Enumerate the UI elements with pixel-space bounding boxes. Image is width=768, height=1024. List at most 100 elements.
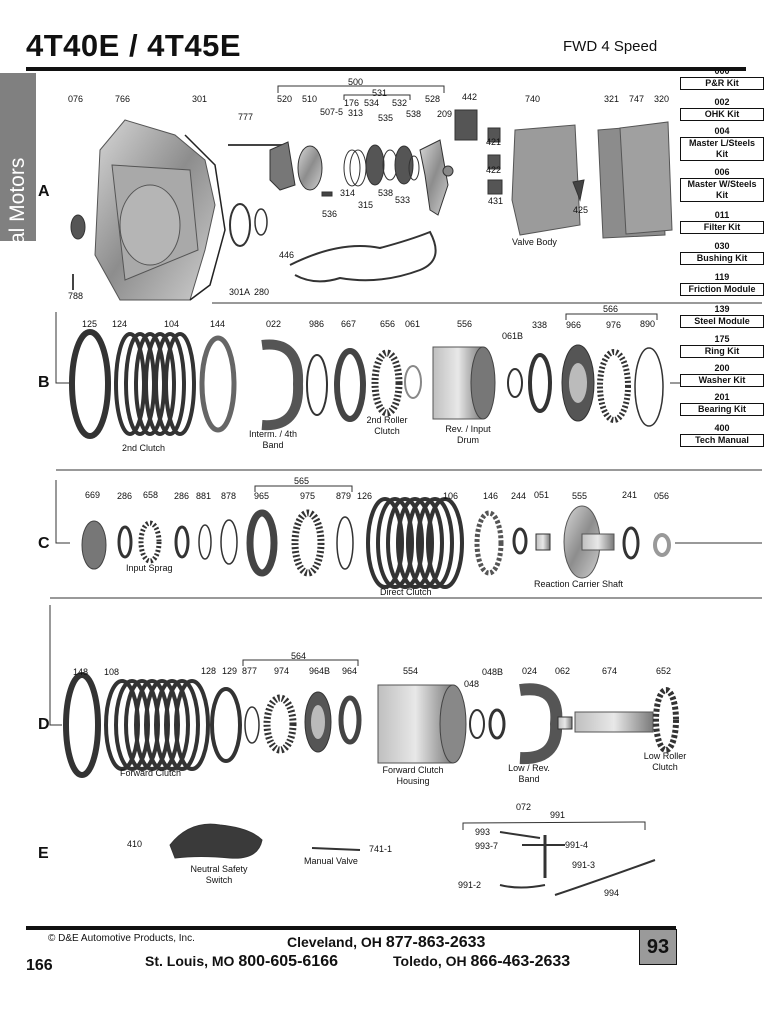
row-label-b: B <box>38 374 50 391</box>
contact-cleveland: Cleveland, OH 877-863-2633 <box>287 934 485 952</box>
part-number: 056 <box>654 491 670 501</box>
part-number: 176 <box>344 98 360 108</box>
part-number: 975 <box>300 491 316 501</box>
part-number: 301 <box>192 94 208 104</box>
part-number: 564 <box>291 651 307 661</box>
part-number: 667 <box>341 319 357 329</box>
part-number: 533 <box>395 195 411 205</box>
part-number: 534 <box>364 98 380 108</box>
part-number: 446 <box>279 250 295 260</box>
part-number: 991-4 <box>565 840 589 850</box>
part-number: 321 <box>604 94 620 104</box>
part-number: 555 <box>572 491 588 501</box>
part-number: 061 <box>405 319 421 329</box>
part-number: 964B <box>309 666 331 676</box>
part-number: 532 <box>392 98 408 108</box>
part-number: 652 <box>656 666 672 676</box>
contact-stlouis: St. Louis, MO 800-605-6166 <box>145 953 338 971</box>
part-number: 994 <box>604 888 620 898</box>
row-label-a: A <box>38 183 50 200</box>
part-number: 314 <box>340 188 356 198</box>
row-label-d: D <box>38 716 50 733</box>
part-number: 422 <box>486 165 502 175</box>
side-tab: General Motors <box>0 73 36 302</box>
caption-second-clutch: 2nd Clutch <box>122 443 166 453</box>
part-number: 061B <box>502 331 524 341</box>
part-number: 538 <box>378 188 394 198</box>
part-number: 554 <box>403 666 419 676</box>
part-number: 209 <box>437 109 453 119</box>
part-number: 500 <box>348 77 364 87</box>
part-number: 788 <box>68 291 84 301</box>
caption-interm-band: Interm. / 4th Band <box>248 429 298 450</box>
caption-low-rev-band: Low / Rev. Band <box>508 763 550 784</box>
part-number: 106 <box>443 491 459 501</box>
part-number: 124 <box>112 319 128 329</box>
part-number: 051 <box>534 490 550 500</box>
part-number: 315 <box>358 200 374 210</box>
part-number: 072 <box>516 802 532 812</box>
part-number: 338 <box>532 320 548 330</box>
part-number: 993-7 <box>475 841 499 851</box>
footer-rule <box>26 926 676 930</box>
part-number: 674 <box>602 666 618 676</box>
row-c-parts <box>81 497 671 589</box>
part-number: 531 <box>372 88 388 98</box>
part-number: 148 <box>73 667 89 677</box>
part-number: 146 <box>483 491 499 501</box>
part-number: 536 <box>322 209 338 219</box>
row-d-parts <box>63 672 679 778</box>
part-number: 320 <box>654 94 670 104</box>
part-number: 890 <box>640 319 656 329</box>
part-number: 656 <box>380 319 396 329</box>
row-e-parts <box>169 821 656 896</box>
part-number: 125 <box>82 319 98 329</box>
part-number: 421 <box>486 137 502 147</box>
part-number: 766 <box>115 94 131 104</box>
phone-number: 877-863-2633 <box>385 934 486 951</box>
city-name: Cleveland, OH <box>287 934 382 950</box>
header-rule <box>26 67 746 71</box>
part-number: 966 <box>566 320 582 330</box>
part-number: 313 <box>348 108 364 118</box>
part-number: 565 <box>294 476 310 486</box>
part-number: 301A <box>229 287 251 297</box>
page-number-left: 166 <box>26 957 53 974</box>
part-number: 566 <box>603 304 619 314</box>
part-number: 535 <box>378 113 394 123</box>
part-number: 881 <box>196 491 212 501</box>
part-number: 878 <box>221 491 237 501</box>
part-number: 747 <box>629 94 645 104</box>
part-number: 048 <box>464 679 480 689</box>
row-label-c: C <box>38 535 50 552</box>
part-number: 507-5 <box>320 107 344 117</box>
part-number: 076 <box>68 94 84 104</box>
part-number: 877 <box>242 666 258 676</box>
city-name: Toledo, OH <box>393 953 467 969</box>
caption-neutral-safety: Neutral Safety Switch <box>190 864 248 885</box>
part-number: 126 <box>357 491 373 501</box>
part-number: 048B <box>482 667 504 677</box>
part-number: 740 <box>525 94 541 104</box>
part-number: 520 <box>277 94 293 104</box>
part-number: 510 <box>302 94 318 104</box>
part-number: 528 <box>425 94 441 104</box>
part-number: 879 <box>336 491 352 501</box>
part-number: 991 <box>550 810 566 820</box>
caption-forward-clutch: Forward Clutch <box>120 768 182 778</box>
part-brackets <box>242 85 658 666</box>
part-number: 986 <box>309 319 325 329</box>
part-number: 062 <box>555 666 571 676</box>
part-number: 965 <box>254 491 270 501</box>
part-number: 144 <box>210 319 226 329</box>
